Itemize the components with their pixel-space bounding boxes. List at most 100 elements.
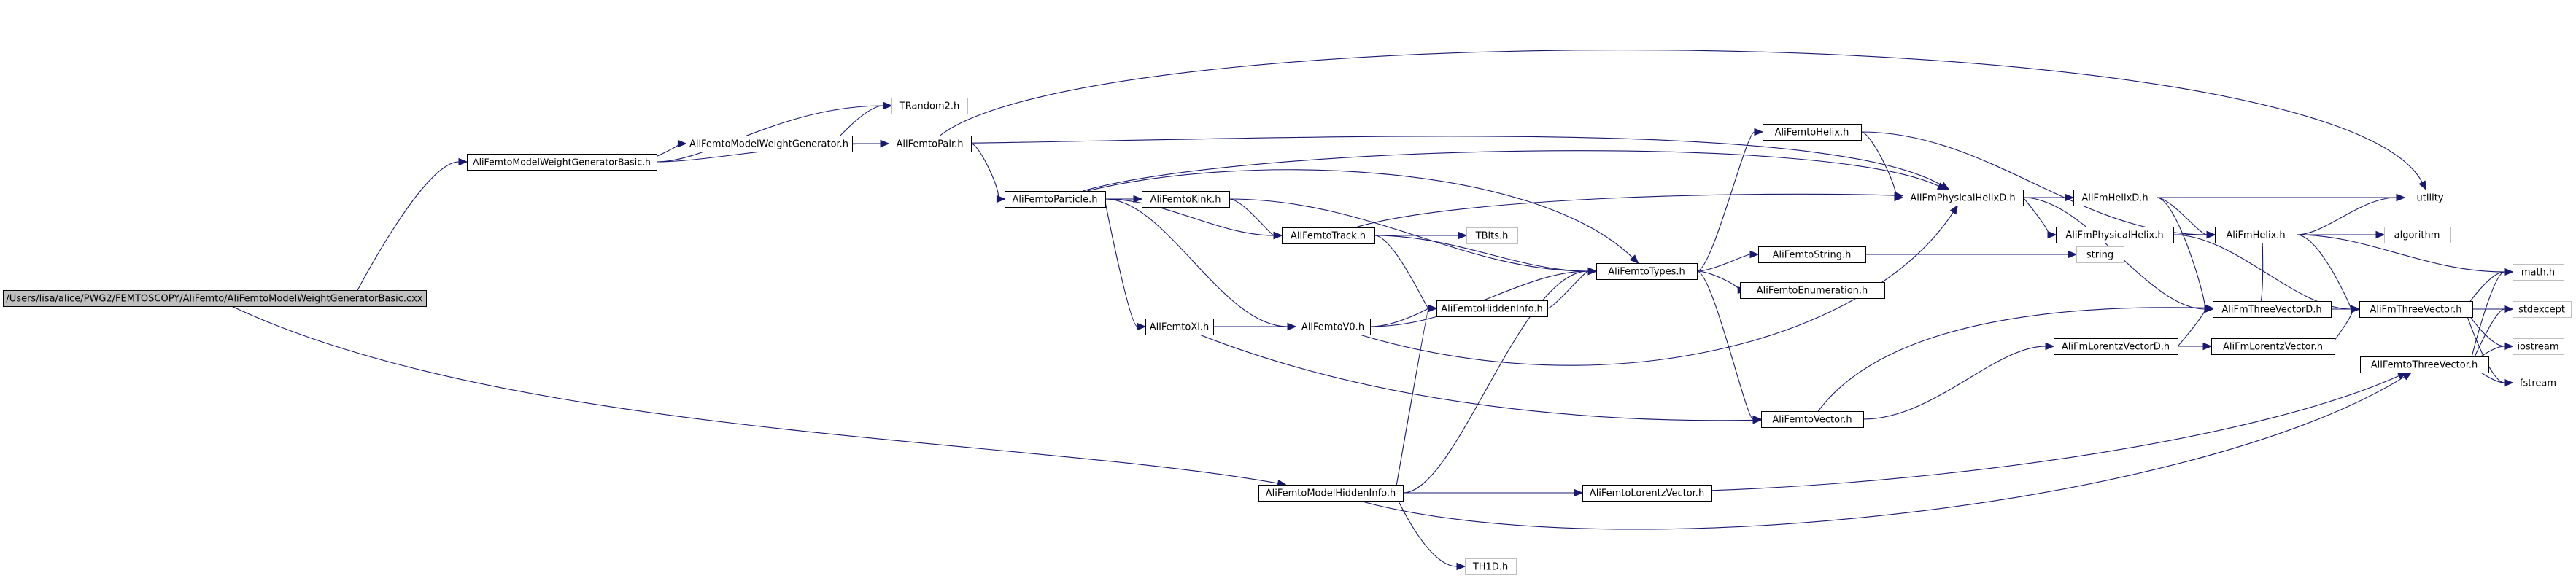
edge-arrowhead: [2375, 230, 2386, 239]
edge-arrowhead: [1752, 415, 1763, 424]
file-node-stdexcept: stdexcept: [2513, 301, 2572, 318]
dependency-edge-root-to-hiddeninfo_model: [231, 305, 1287, 488]
edge-line: [2469, 271, 2505, 365]
node-box: [891, 98, 968, 114]
file-node-physhelixd[interactable]: AliFmPhysicalHelixD.h: [1903, 190, 2024, 206]
dependency-edge-particle-to-xi: [1104, 198, 1147, 331]
dependency-edge-v0-to-hiddeninfo: [1369, 304, 1438, 327]
file-node-femtovector[interactable]: AliFemtoVector.h: [1761, 411, 1864, 428]
edge-line: [1696, 254, 1751, 272]
node-box: [467, 154, 657, 171]
file-node-tbits: TBits.h: [1466, 227, 1518, 244]
edge-line: [2296, 197, 2397, 235]
edge-arrowhead: [2504, 305, 2514, 313]
node-box: [1763, 124, 1862, 141]
file-node-track[interactable]: AliFemtoTrack.h: [1282, 227, 1375, 244]
file-node-hiddeninfo_model[interactable]: AliFemtoModelHiddenInfo.h: [1258, 485, 1404, 502]
file-node-fmthreevec[interactable]: AliFmThreeVector.h: [2359, 301, 2473, 318]
edge-line: [1359, 211, 1954, 366]
dependency-edge-track-to-hiddeninfo: [1374, 235, 1438, 313]
node-label: AliFemtoHelix.h: [1775, 128, 1849, 139]
node-box: [1740, 282, 1885, 299]
dependency-edge-fmthreevec-to-stdexcept: [2466, 305, 2514, 313]
node-box: [889, 136, 972, 152]
edge-line: [2022, 197, 2049, 235]
node-layer: /Users/lisa/alice/PWG2/FEMTOSCOPY/AliFem…: [3, 98, 2572, 575]
node-box: [2211, 338, 2335, 355]
file-node-fmlorentzvec[interactable]: AliFmLorentzVector.h: [2211, 338, 2335, 355]
dependency-edge-lorentzvecd-to-threevecd: [2177, 305, 2214, 347]
node-label: AliFemtoTypes.h: [1608, 267, 1685, 278]
edge-arrowhead: [2418, 180, 2426, 191]
edge-arrowhead: [880, 139, 890, 148]
file-node-helix[interactable]: AliFemtoHelix.h: [1763, 124, 1862, 141]
edge-line: [1359, 376, 2405, 530]
node-label: math.h: [2521, 268, 2555, 278]
edge-arrowhead: [1629, 254, 1639, 264]
edge-line: [970, 136, 1943, 186]
node-label: AliFmLorentzVectorD.h: [2062, 342, 2170, 353]
node-label: AliFemtoLorentzVector.h: [1590, 488, 1704, 499]
node-label: AliFemtoXi.h: [1150, 322, 1210, 333]
node-box: [1005, 191, 1106, 208]
file-node-hiddeninfo[interactable]: AliFemtoHiddenInfo.h: [1436, 300, 1548, 317]
file-node-iostream: iostream: [2513, 338, 2564, 355]
dependency-edge-pair-to-particle: [970, 143, 1006, 203]
node-label: AliFemtoParticle.h: [1013, 195, 1098, 206]
edge-arrowhead: [1574, 488, 1584, 497]
node-label: string: [2086, 250, 2113, 261]
node-box: [2384, 227, 2451, 243]
dependency-edge-hiddeninfo_model-to-th1d: [1394, 492, 1466, 571]
file-node-types[interactable]: AliFemtoTypes.h: [1596, 263, 1698, 280]
file-node-kink[interactable]: AliFemtoKink.h: [1142, 191, 1230, 208]
edge-line: [231, 305, 1278, 484]
dependency-edge-types-to-enumeration: [1696, 270, 1747, 295]
file-node-threevecd[interactable]: AliFmThreeVectorD.h: [2213, 301, 2332, 318]
file-node-root[interactable]: /Users/lisa/alice/PWG2/FEMTOSCOPY/AliFem…: [3, 290, 427, 307]
node-label: AliFemtoPair.h: [897, 139, 964, 150]
file-node-xi[interactable]: AliFemtoXi.h: [1145, 319, 1214, 335]
node-box: [2054, 338, 2178, 355]
edge-arrowhead: [1287, 322, 1297, 331]
dependency-edge-particle-to-types: [1087, 169, 1639, 264]
dependency-edge-physhelix-to-fmthreevec: [2173, 234, 2361, 313]
dependency-edge-lorentzvecd-to-fmlorentzvec: [2177, 342, 2213, 351]
edge-arrowhead: [996, 195, 1006, 203]
file-node-pair[interactable]: AliFemtoPair.h: [889, 136, 972, 152]
file-node-wg[interactable]: AliFemtoModelWeightGenerator.h: [686, 136, 853, 152]
file-node-enumeration[interactable]: AliFemtoEnumeration.h: [1740, 282, 1885, 299]
edge-arrowhead: [1754, 128, 1764, 136]
node-box: [2359, 301, 2473, 318]
file-node-lorentzvector[interactable]: AliFemtoLorentzVector.h: [1582, 485, 1712, 502]
edge-arrowhead: [2504, 268, 2514, 276]
node-label: TH1D.h: [1472, 562, 1508, 573]
edge-line: [1199, 334, 1754, 421]
file-node-th1d: TH1D.h: [1465, 558, 1517, 575]
file-node-mathh: math.h: [2513, 264, 2564, 281]
edge-arrowhead: [2504, 378, 2514, 387]
file-node-lorentzvecd[interactable]: AliFmLorentzVectorD.h: [2054, 338, 2178, 355]
edge-line: [2256, 234, 2264, 310]
file-node-femtostring[interactable]: AliFemtoString.h: [1758, 246, 1866, 263]
node-box: [1296, 319, 1371, 335]
edge-arrowhead: [883, 101, 893, 110]
dependency-edge-lorentzvector-to-femtothreevec: [1711, 372, 2407, 491]
edge-layer: [231, 49, 2514, 571]
file-node-wgbasic[interactable]: AliFemtoModelWeightGeneratorBasic.h: [467, 154, 657, 171]
node-label: AliFmHelixD.h: [2081, 193, 2148, 204]
file-node-v0[interactable]: AliFemtoV0.h: [1296, 319, 1371, 335]
edge-arrowhead: [1587, 267, 1598, 276]
file-node-particle[interactable]: AliFemtoParticle.h: [1005, 191, 1106, 208]
edge-arrowhead: [1273, 231, 1283, 240]
file-node-physhelix[interactable]: AliFmPhysicalHelix.h: [2056, 227, 2174, 243]
edge-line: [1369, 308, 1429, 327]
file-node-femtothreevec[interactable]: AliFemtoThreeVector.h: [2360, 356, 2489, 373]
edge-line: [352, 161, 460, 299]
file-node-fmhelixd[interactable]: AliFmHelixD.h: [2073, 190, 2157, 206]
file-node-fmhelix[interactable]: AliFmHelix.h: [2215, 227, 2297, 243]
edge-arrowhead: [1133, 195, 1143, 203]
node-label: AliFemtoEnumeration.h: [1757, 286, 1868, 297]
dependency-edge-hiddeninfo_model-to-hiddeninfo: [1394, 304, 1438, 494]
node-box: [1145, 319, 1214, 335]
